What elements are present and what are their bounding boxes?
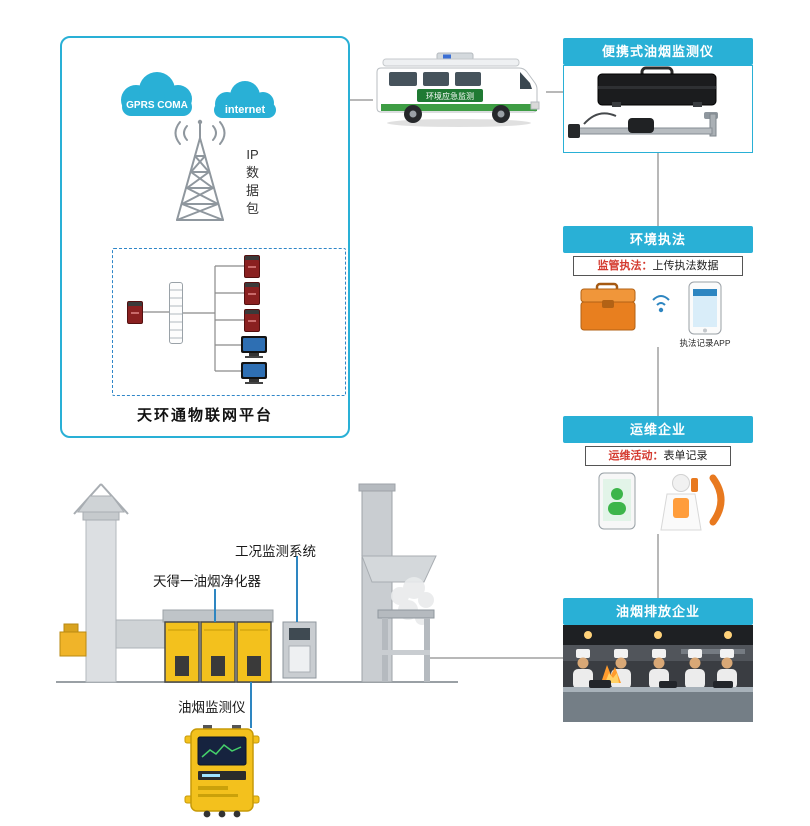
condition-monitor-cabinet [282, 621, 317, 679]
device-screen [197, 736, 247, 766]
internet-cloud-label: internet [225, 104, 266, 116]
platform-border-box [60, 36, 350, 438]
factory-illustration [56, 483, 458, 683]
screen [241, 336, 267, 353]
ip-char: 包 [246, 201, 260, 216]
fan-unit [59, 623, 87, 657]
gateway-dashed-box [112, 248, 346, 396]
enforcement-caption-bar: 监管执法：上传执法数据 [573, 256, 743, 276]
worker-figure-icon [660, 474, 702, 531]
enforcement-phone-icon [688, 281, 722, 335]
gateway-hub-icon [169, 282, 183, 344]
ip-char: 数 [246, 165, 260, 180]
wifi-icon [652, 295, 670, 306]
caption-prefix: 监管执法： [597, 260, 653, 272]
ip-packet-label: IP 数 据 包 [246, 146, 259, 218]
caption-text: 上传执法数据 [652, 260, 719, 272]
purifier-label: 天得一油烟净化器 [153, 574, 261, 589]
rtu-module-icon [127, 301, 143, 324]
condition-monitor-label: 工况监测系统 [235, 544, 316, 559]
caption-text: 表单记录 [663, 450, 708, 462]
monitor-screen-icon [241, 362, 267, 384]
gprs-cloud-icon: GPRS COMA [121, 72, 192, 116]
fume-monitor-label: 油烟监测仪 [178, 700, 246, 715]
exhaust-stack [73, 483, 129, 683]
radio-tower-icon [174, 119, 226, 221]
app-caption: 执法记录APP [679, 338, 731, 348]
enforcement-tools-image [580, 281, 722, 335]
panel-portable-monitor-content [563, 65, 753, 153]
platform-title: 天环通物联网平台 [136, 407, 273, 424]
gprs-cloud-label: GPRS COMA [126, 100, 188, 111]
om-caption-bar: 运维活动：表单记录 [585, 446, 731, 466]
rtu-module-icon [244, 309, 260, 332]
rtu-module-icon [244, 282, 260, 305]
ip-char: IP [246, 147, 259, 162]
kitchen-photo [563, 625, 753, 722]
internet-cloud-icon: internet [214, 81, 276, 118]
portable-monitor-equipment-image [568, 66, 718, 138]
panel-emitter-header: 油烟排放企业 [563, 598, 753, 625]
monitor-screen-icon [241, 336, 267, 358]
om-activity-image [598, 472, 725, 531]
duct [115, 619, 166, 649]
van-side-text: 环境应急监测 [426, 91, 474, 101]
panel-portable-monitor-header: 便携式油烟监测仪 [563, 38, 753, 65]
screen [241, 362, 267, 379]
om-phone-icon [598, 472, 636, 530]
monitoring-van-image: 环境应急监测 [376, 52, 540, 127]
panel-om-company-header: 运维企业 [563, 416, 753, 443]
handset-icon [709, 474, 725, 526]
rtu-module-icon [244, 255, 260, 278]
cooking-stand [377, 609, 435, 682]
ip-char: 据 [246, 183, 260, 198]
panel-enforcement-header: 环境执法 [563, 226, 753, 253]
fume-monitor-device [184, 725, 260, 818]
caption-prefix: 运维活动： [608, 450, 664, 462]
purifier-cabinets [164, 621, 272, 683]
windshield [520, 72, 532, 89]
